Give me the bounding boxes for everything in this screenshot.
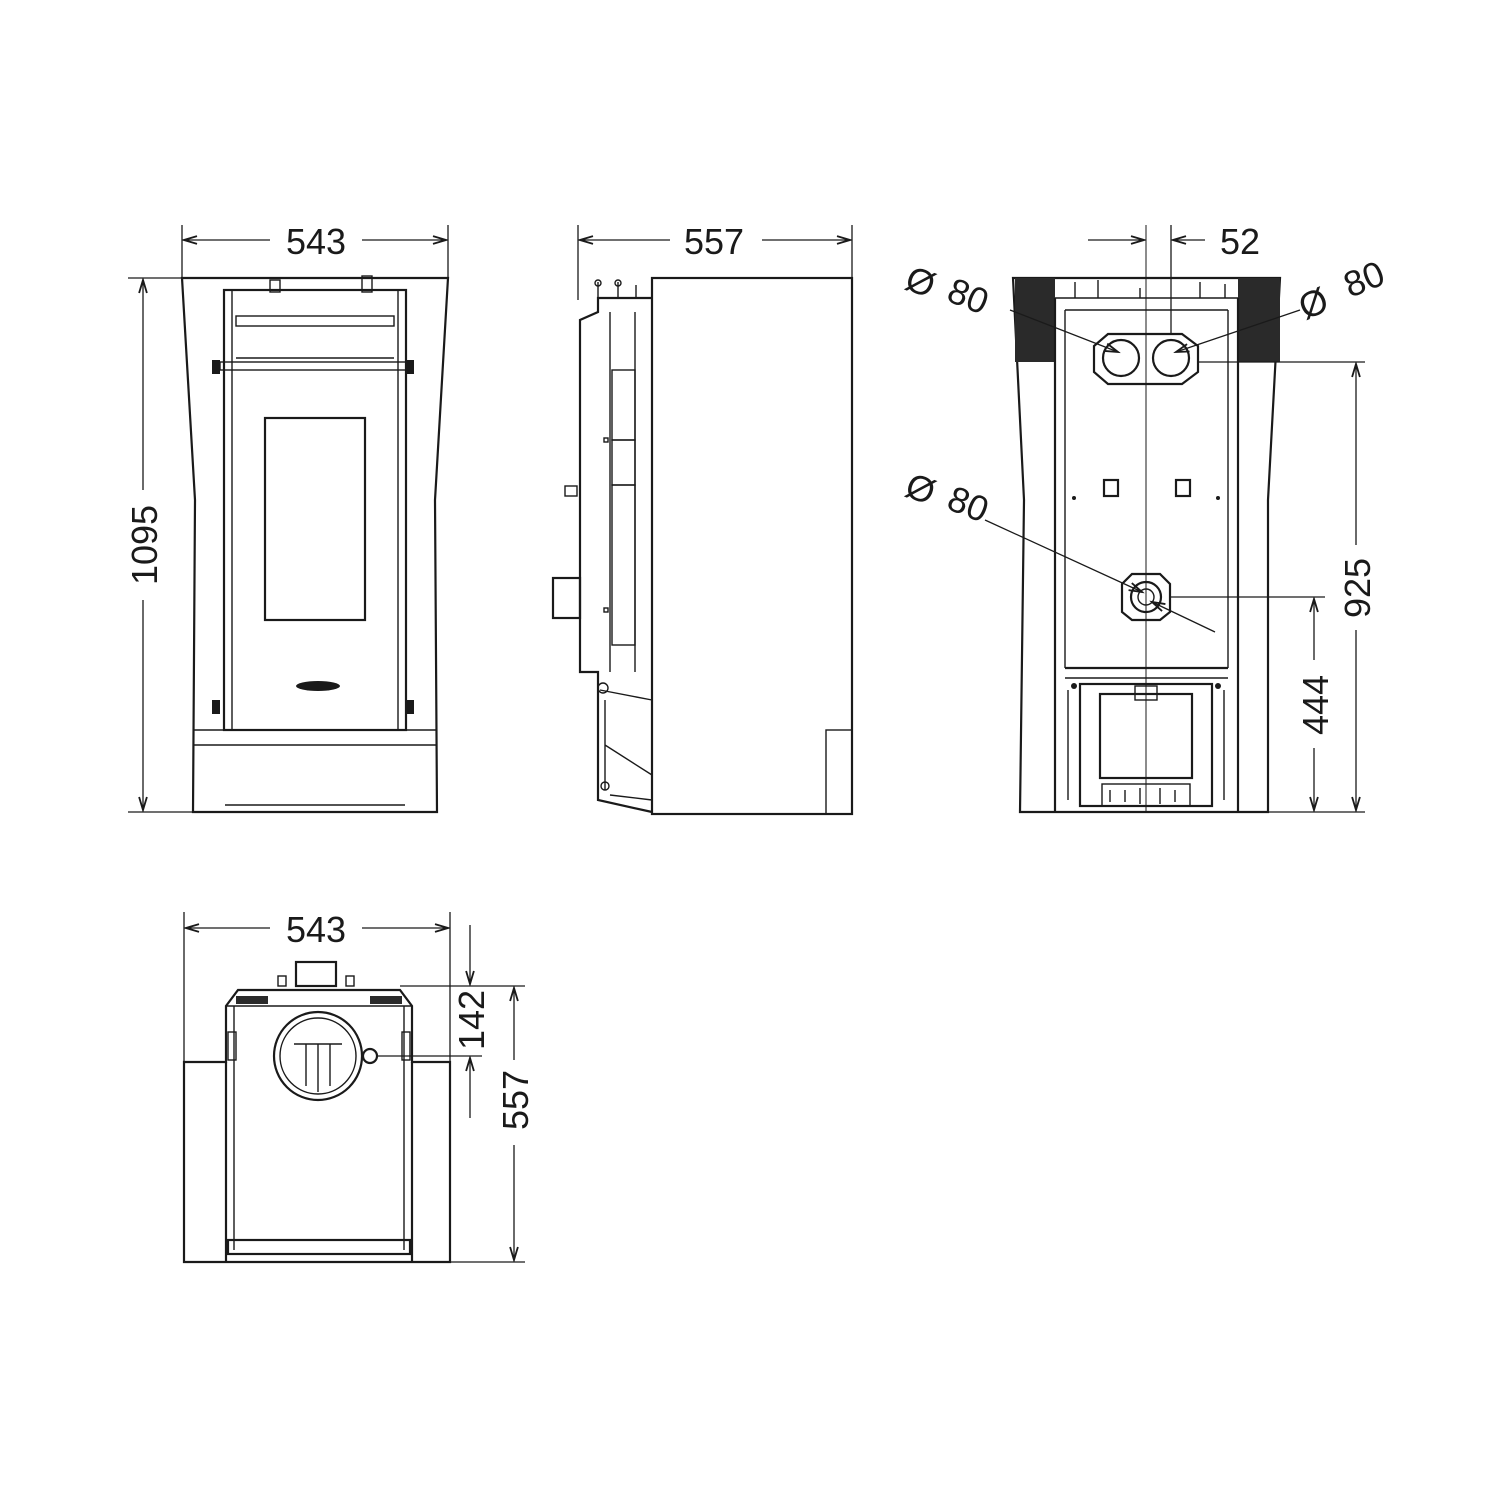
front-view [180, 275, 450, 814]
rear-view [1011, 225, 1282, 814]
top-width-label: 543 [286, 909, 346, 950]
pipe-diameter-right: Ø 80 [1176, 252, 1390, 352]
top-offset-label: 142 [451, 990, 492, 1050]
pipe-lower-label: 80 [942, 477, 994, 530]
diameter-symbol: Ø [900, 257, 941, 306]
pipe-right-label: 80 [1338, 252, 1390, 305]
rear-offset-label: 52 [1220, 221, 1260, 262]
pipe-diameter-left: Ø 80 [900, 257, 1118, 352]
top-view [182, 960, 452, 1264]
diameter-symbol: Ø [900, 464, 941, 513]
pipe-diameter-lower: Ø 80 [900, 464, 1216, 633]
front-width-label: 543 [286, 221, 346, 262]
top-depth-label: 557 [495, 1070, 536, 1130]
pipe-left-label: 80 [942, 269, 994, 322]
diameter-symbol: Ø [1293, 279, 1334, 328]
rear-height-upper-label: 925 [1337, 558, 1378, 618]
front-height-label: 1095 [124, 505, 165, 585]
side-view [551, 276, 854, 816]
rear-height-lower-label: 444 [1295, 675, 1336, 735]
side-depth-label: 557 [684, 221, 744, 262]
